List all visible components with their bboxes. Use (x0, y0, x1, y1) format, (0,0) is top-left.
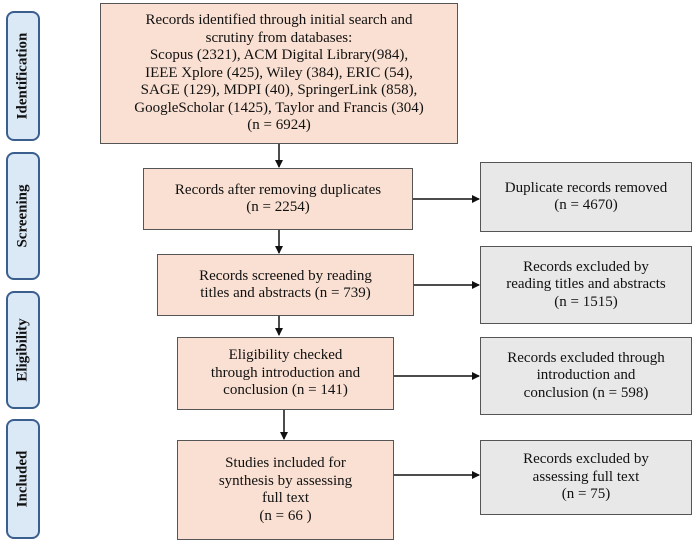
duplicates-removed-text: Records after removing duplicates (n = 2… (174, 181, 382, 216)
included-text: Studies included for synthesis by assess… (218, 455, 353, 524)
included-excluded-box: Records excluded by assessing full text … (480, 440, 692, 515)
eligibility-text: Eligibility checked through introduction… (210, 347, 361, 399)
eligibility-box: Eligibility checked through introduction… (177, 337, 394, 410)
stage-screening: Screening (6, 152, 40, 280)
identification-text: Records identified through initial searc… (134, 12, 424, 134)
eligibility-excluded-box: Records excluded through introduction an… (480, 337, 692, 415)
duplicates-removed-box: Records after removing duplicates (n = 2… (143, 168, 413, 230)
stage-identification: Identification (6, 11, 40, 141)
duplicates-excluded-box: Duplicate records removed (n = 4670) (480, 162, 692, 232)
stage-included: Included (6, 419, 40, 539)
eligibility-excluded-text: Records excluded through introduction an… (507, 349, 665, 401)
screened-box: Records screened by reading titles and a… (157, 254, 414, 316)
stage-eligibility: Eligibility (6, 291, 40, 409)
included-excluded-text: Records excluded by assessing full text … (523, 451, 649, 503)
screened-text: Records screened by reading titles and a… (199, 267, 372, 302)
included-box: Studies included for synthesis by assess… (177, 440, 394, 540)
identification-box: Records identified through initial searc… (100, 3, 458, 144)
screened-excluded-box: Records excluded by reading titles and a… (480, 246, 692, 324)
duplicates-excluded-text: Duplicate records removed (n = 4670) (504, 179, 668, 214)
screened-excluded-text: Records excluded by reading titles and a… (506, 258, 666, 310)
